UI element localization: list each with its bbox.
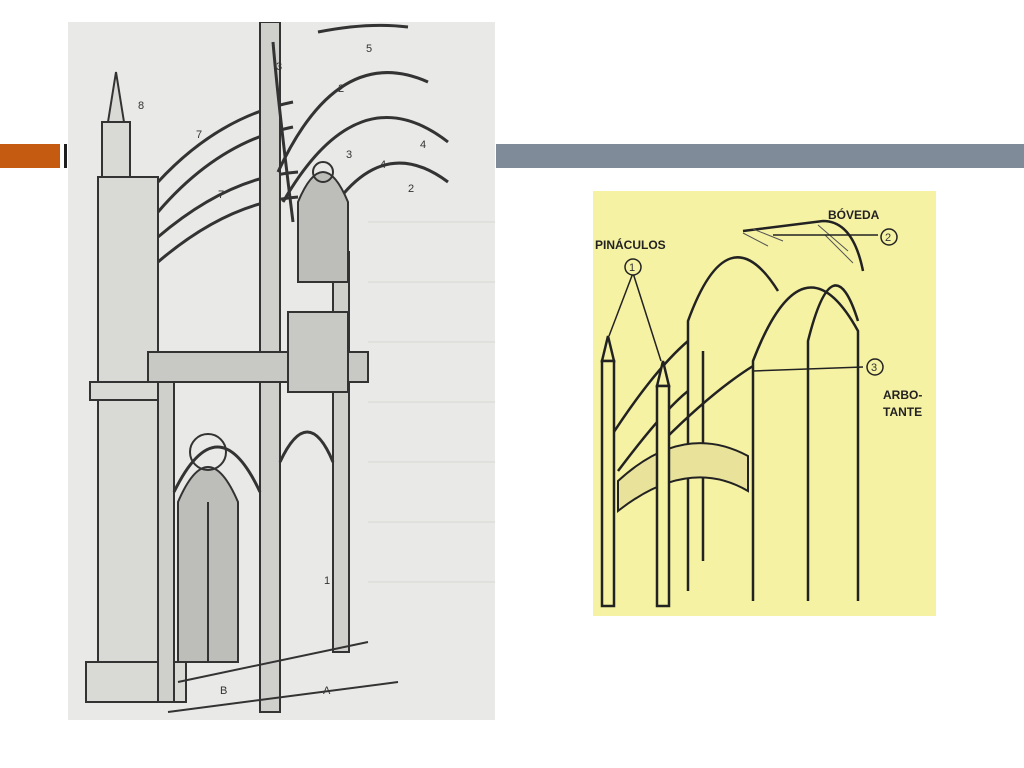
circle-number-2: 2 [885, 232, 891, 244]
circle-number-3: 3 [871, 362, 877, 374]
label-8: 8 [138, 100, 144, 112]
label-4-lower: 4 [380, 159, 386, 171]
label-7-lower: 7 [218, 189, 224, 201]
circle-number-1: 1 [629, 262, 635, 274]
label-arbotante-line2: TANTE [883, 405, 922, 419]
label-3-upper: 3 [276, 61, 282, 73]
cathedral-sketch: 8 7 7 3 3 5 2 2 4 4 1 A B [85, 22, 495, 713]
label-boveda: BÓVEDA [828, 207, 880, 222]
structure-diagram-svg: 1 2 3 BÓVEDA PINÁCULOS ARBO- TANTE [593, 191, 936, 616]
accent-bar-grey [496, 144, 1024, 168]
label-arbotante-line1: ARBO- [883, 388, 922, 402]
label-pinaculos: PINÁCULOS [595, 237, 666, 252]
label-2-upper: 2 [338, 83, 344, 95]
label-B: B [220, 685, 227, 697]
label-1: 1 [324, 575, 330, 587]
gothic-cathedral-section-image: 8 7 7 3 3 5 2 2 4 4 1 A B [68, 22, 495, 720]
label-5: 5 [366, 43, 372, 55]
label-3-lower: 3 [346, 149, 352, 161]
label-A: A [323, 685, 331, 697]
label-4-upper: 4 [420, 139, 426, 151]
label-2-lower: 2 [408, 183, 414, 195]
gothic-structure-diagram: 1 2 3 BÓVEDA PINÁCULOS ARBO- TANTE [593, 191, 936, 616]
accent-bar-orange [0, 144, 60, 168]
accent-divider [64, 144, 67, 168]
label-7-upper: 7 [196, 129, 202, 141]
